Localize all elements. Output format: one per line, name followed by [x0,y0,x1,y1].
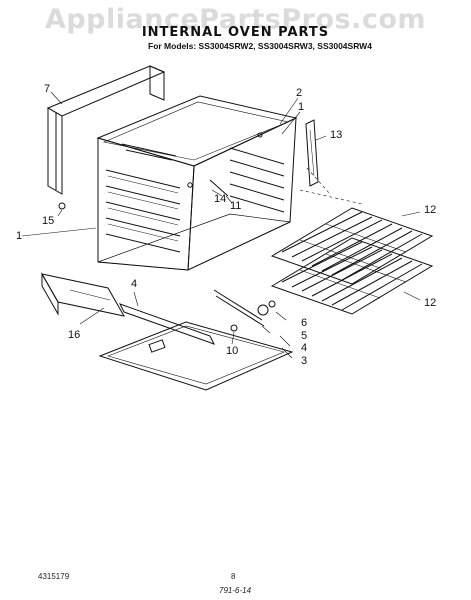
handwritten-note: 791-6-14 [219,586,252,595]
callout-3: 3 [301,355,308,367]
callout-1-left: 1 [16,230,23,242]
oven-cavity [96,95,298,271]
callout-16: 16 [68,329,81,341]
callout-11: 11 [230,200,242,212]
leader-lines [21,91,421,359]
page-number: 8 [231,572,236,581]
callout-15: 15 [42,215,55,227]
callout-12-bottom: 12 [424,297,437,309]
callout-2: 2 [296,87,303,99]
callout-13: 13 [330,129,343,141]
vent-trim [41,272,125,317]
callout-4-mid: 4 [131,278,138,290]
oven-rack-bottom [270,237,434,315]
back-panel [46,65,166,195]
callout-1-top: 1 [298,101,305,113]
document-part-number: 4315179 [38,572,70,581]
oven-rack-top [270,207,434,285]
callout-7: 7 [44,83,51,95]
side-trim-strip [305,119,319,187]
watermark-text: AppliancePartsPros.com [44,4,427,35]
element-cover [98,321,294,391]
callout-4-right: 4 [301,342,308,354]
callout-14: 14 [214,193,227,205]
callout-6: 6 [301,317,308,329]
callout-10: 10 [226,345,239,357]
page-title: INTERNAL OVEN PARTS [141,25,330,40]
models-subtitle: For Models: SS3004SRW2, SS3004SRW3, SS30… [148,41,372,51]
callout-5: 5 [301,330,308,342]
mounting-hardware [58,179,276,332]
callout-12-top: 12 [424,204,437,216]
bracket-rod [118,303,216,345]
